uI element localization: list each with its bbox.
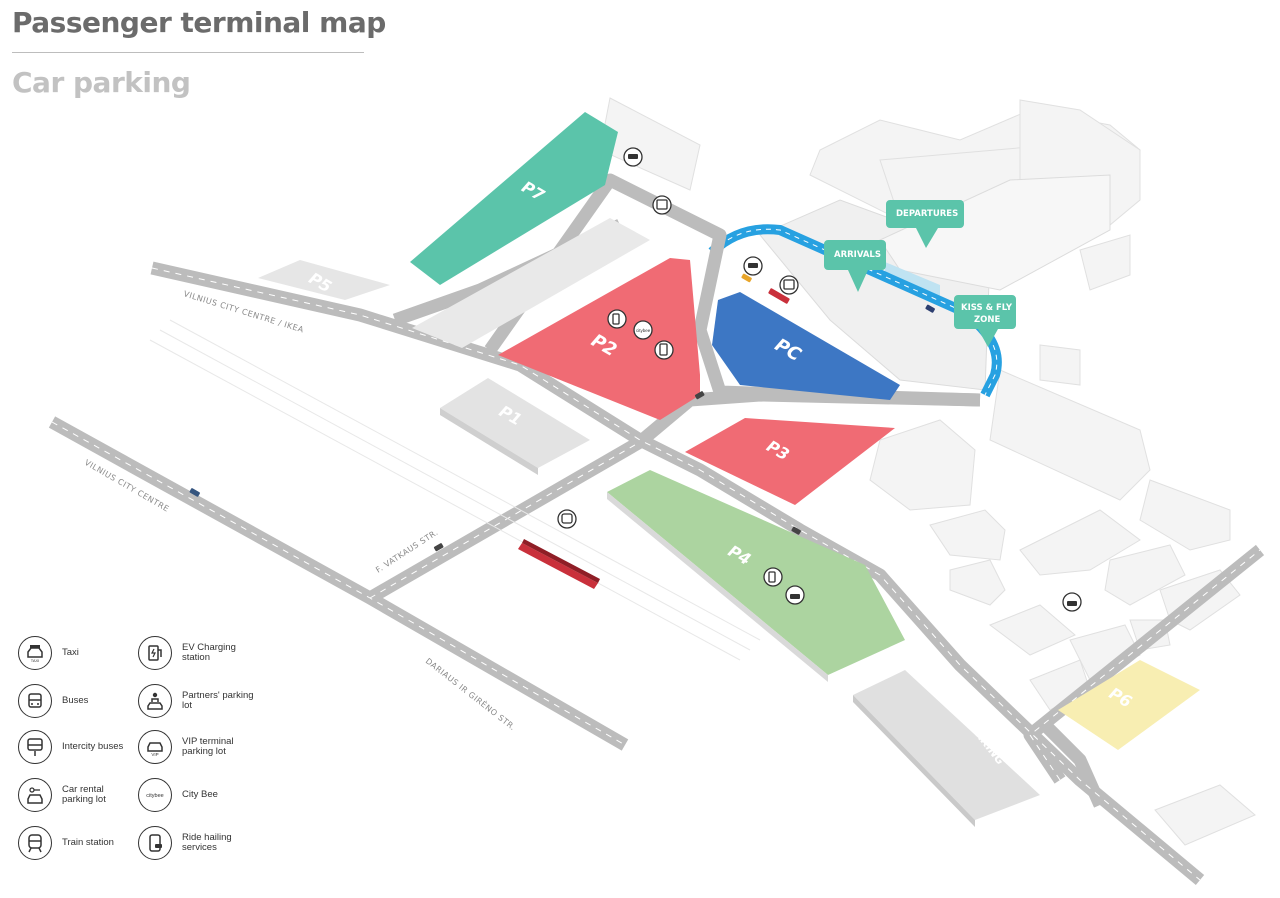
tag-arrivals[interactable]: ARRIVALS	[824, 240, 886, 292]
tag-arrivals-text: ARRIVALS	[834, 250, 881, 260]
map-bus-icon-p7[interactable]	[652, 195, 672, 215]
ride-hailing-icon	[138, 826, 172, 860]
partners-parking-icon	[138, 684, 172, 718]
bus-icon	[18, 684, 52, 718]
legend-label-intercity: Intercity buses	[62, 741, 124, 752]
legend-label-buses: Buses	[62, 695, 89, 706]
page-subtitle: Car parking	[12, 66, 191, 99]
legend-label-ride-hailing: Ride hailing services	[182, 832, 232, 853]
train-graphic	[518, 539, 600, 589]
title-divider	[12, 52, 364, 53]
svg-text:VIP: VIP	[151, 752, 158, 757]
parking-p1[interactable]	[440, 378, 590, 475]
ev-charging-icon	[138, 636, 172, 670]
map-ev-charging-icon-p4[interactable]	[763, 567, 783, 587]
parking-pc[interactable]	[712, 292, 900, 400]
map-ride-hailing-icon-p2[interactable]	[654, 340, 674, 360]
legend-label-partners: Partners' parking lot	[182, 690, 254, 711]
map-partners-parking-icon-p4[interactable]	[785, 585, 805, 605]
legend-item-partners: Partners' parking lot	[138, 684, 254, 718]
car-rental-icon	[18, 778, 52, 812]
vehicles	[189, 273, 935, 552]
map-partners-parking-icon-east[interactable]	[1062, 592, 1082, 612]
legend-label-citybee: City Bee	[182, 789, 218, 800]
legend-item-buses: Buses	[18, 684, 134, 718]
legend-item-car-rental: Car rental parking lot	[18, 778, 134, 812]
legend-label-ev-charging: EV Charging station	[182, 642, 236, 663]
road-label-dariaus: DARIAUS IR GIRĖNO STR.	[424, 656, 518, 733]
svg-text:TAXI: TAXI	[31, 658, 40, 663]
tag-kiss-fly-text-1: KISS & FLY	[961, 303, 1013, 313]
tag-departures-text: DEPARTURES	[896, 209, 958, 219]
tag-kiss-fly-zone[interactable]: KISS & FLY ZONE	[954, 295, 1016, 347]
page-title: Passenger terminal map	[12, 6, 386, 39]
train-icon	[18, 826, 52, 860]
legend-label-taxi: Taxi	[62, 647, 79, 658]
legend-item-train: Train station	[18, 826, 134, 860]
legend-label-car-rental: Car rental parking lot	[62, 784, 106, 805]
legend-label-train: Train station	[62, 837, 114, 848]
parking-p3[interactable]	[685, 418, 895, 505]
legend: TAXI Taxi EV Charging station Buses Part…	[18, 632, 278, 872]
parking-p4[interactable]	[607, 470, 905, 682]
legend-item-vip: VIP VIP terminal parking lot	[138, 730, 254, 764]
parking-p5[interactable]	[258, 260, 390, 300]
map-taxi-icon-terminal[interactable]	[743, 256, 763, 276]
legend-item-ride-hailing: Ride hailing services	[138, 826, 254, 860]
taxi-icon: TAXI	[18, 636, 52, 670]
legend-item-taxi: TAXI Taxi	[18, 636, 134, 670]
map-citybee-icon-p2[interactable]	[633, 320, 653, 340]
railway	[149, 319, 761, 661]
parking-p5-lot-strip	[412, 218, 650, 348]
intercity-bus-icon	[18, 730, 52, 764]
legend-label-vip: VIP terminal parking lot	[182, 736, 234, 757]
map-taxi-icon-p7[interactable]	[623, 147, 643, 167]
adc-parking[interactable]	[853, 670, 1040, 827]
tag-kiss-fly-text-2: ZONE	[974, 315, 1001, 325]
citybee-icon: citybee	[138, 778, 172, 812]
parking-p6[interactable]	[1058, 660, 1200, 750]
map-ev-charging-icon-p2[interactable]	[607, 309, 627, 329]
legend-item-citybee: citybee City Bee	[138, 778, 254, 812]
vip-parking-icon: VIP	[138, 730, 172, 764]
parking-p7[interactable]	[410, 112, 618, 285]
legend-item-ev-charging: EV Charging station	[138, 636, 254, 670]
legend-item-intercity: Intercity buses	[18, 730, 134, 764]
parking-p2[interactable]	[498, 258, 700, 420]
map-train-icon[interactable]	[557, 509, 577, 529]
tag-departures[interactable]: DEPARTURES	[886, 200, 964, 248]
map-bus-icon-terminal[interactable]	[779, 275, 799, 295]
svg-text:citybee: citybee	[146, 793, 163, 799]
map-citybee-text: citybee	[636, 328, 651, 333]
